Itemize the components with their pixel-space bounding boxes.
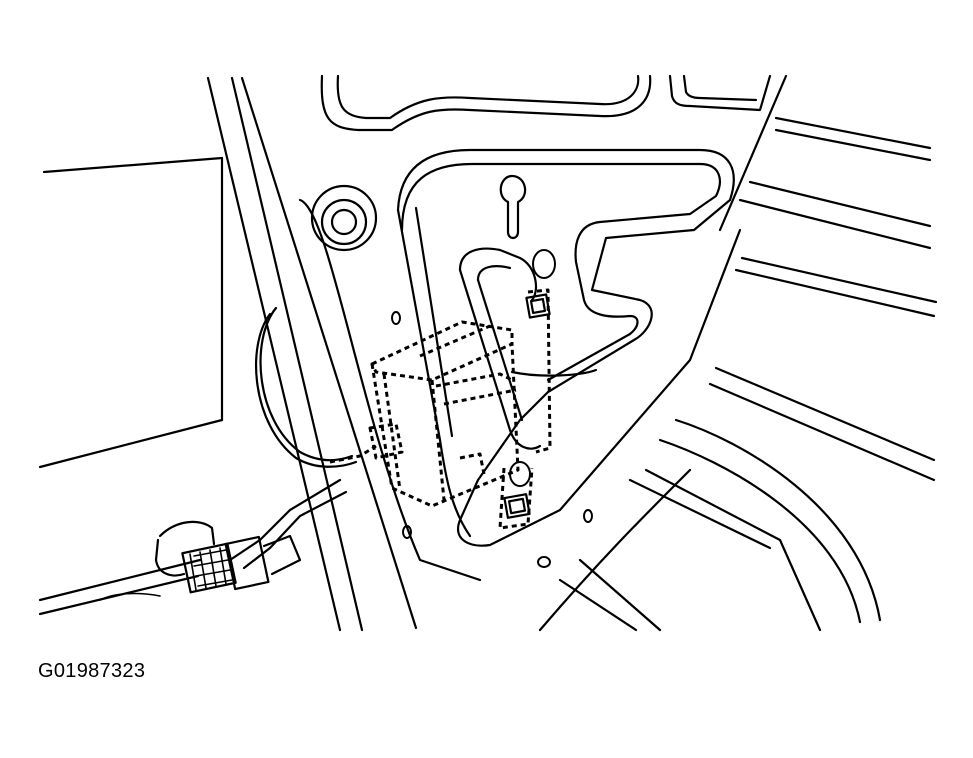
mounting-nut-upper xyxy=(525,293,551,319)
body-side-panel xyxy=(38,156,224,469)
door-panel-diagram xyxy=(38,74,938,632)
figure-id-label: G01987323 xyxy=(38,660,146,682)
control-module-hidden xyxy=(329,288,552,530)
wiring-harness xyxy=(38,306,358,616)
mounting-hole-large xyxy=(310,184,378,252)
small-holes xyxy=(391,249,593,568)
panel-channel xyxy=(458,247,598,450)
right-body-panels xyxy=(538,116,938,632)
keyhole-slot xyxy=(499,174,527,240)
harness-connector xyxy=(154,520,302,594)
door-pillar xyxy=(206,76,418,632)
mounting-nut-lower xyxy=(503,493,531,519)
